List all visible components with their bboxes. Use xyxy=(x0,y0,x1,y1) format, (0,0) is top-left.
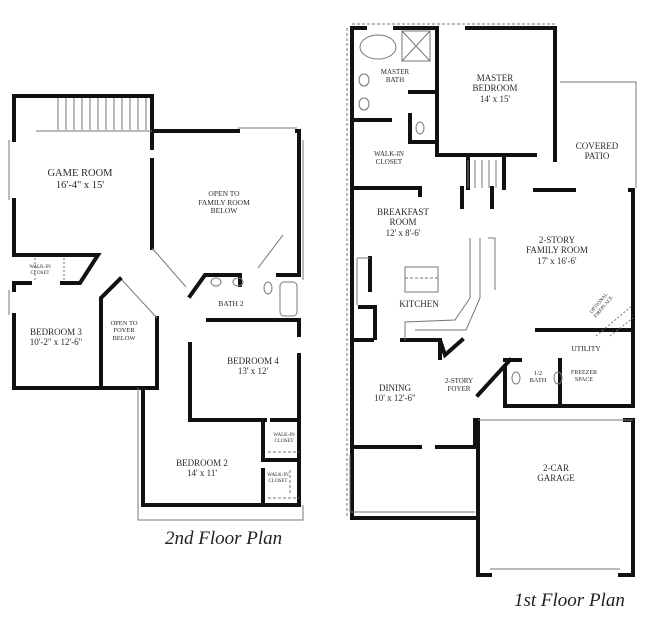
room-open-to-foyer: OPEN TO FOYER BELOW xyxy=(110,320,137,342)
room-bedroom-4: BEDROOM 4 13' x 12' xyxy=(227,356,279,377)
room-master-bedroom: MASTER BEDROOM 14' x 15' xyxy=(472,73,517,104)
caption-1st-floor: 1st Floor Plan xyxy=(514,590,625,611)
label-line: CLOSET xyxy=(30,270,50,276)
label-line: 2-STORY xyxy=(444,377,474,385)
room-breakfast: BREAKFAST ROOM 12' x 8'-6' xyxy=(377,207,429,238)
label-line: BATH xyxy=(385,76,405,85)
room-walk-in-closet-3: WALK-IN CLOSET xyxy=(29,265,50,277)
room-name: BEDROOM 4 xyxy=(227,356,279,366)
label-line: BELOW xyxy=(112,334,136,342)
room-utility: UTILITY xyxy=(571,344,601,354)
label-line: SPACE xyxy=(574,376,594,383)
room-family-room: 2-STORY FAMILY ROOM 17' x 16'-6' xyxy=(526,235,588,266)
room-size: 17' x 16'-6' xyxy=(537,255,577,266)
label-line: ROOM xyxy=(389,217,417,228)
room-name: BATH 2 xyxy=(218,299,244,308)
label-line: FREEZER xyxy=(570,370,598,376)
label-line: CLOSET xyxy=(375,158,403,167)
room-dining: DINING 10' x 12'-6" xyxy=(374,383,415,404)
label-line: OPEN TO xyxy=(208,189,240,198)
label-line: 1/2 xyxy=(533,370,543,377)
label-line: WALK-IN xyxy=(374,150,404,158)
room-bedroom-2: BEDROOM 2 14' x 11' xyxy=(176,458,228,479)
room-name: GAME ROOM xyxy=(47,168,113,179)
label-line: 2-CAR xyxy=(542,463,569,473)
label-line: PATIO xyxy=(584,151,610,162)
room-size: 14' x 11' xyxy=(187,468,217,479)
room-name: KITCHEN xyxy=(399,299,439,309)
stair-wall xyxy=(12,94,154,134)
room-size: 13' x 12' xyxy=(237,366,269,377)
room-walk-in-closet-4: WALK-IN CLOSET xyxy=(273,433,294,445)
label-line: BEDROOM xyxy=(472,83,518,94)
room-name: BEDROOM 3 xyxy=(30,327,82,337)
room-size: 12' x 8'-6' xyxy=(385,227,421,238)
label-line: BATH xyxy=(529,377,547,385)
room-size: 14' x 15' xyxy=(479,93,511,104)
caption-2nd-floor: 2nd Floor Plan xyxy=(165,528,283,549)
label-line: CLOSET xyxy=(274,438,294,444)
label-line: COVERED xyxy=(575,141,619,151)
label-line: FAMILY ROOM xyxy=(526,245,588,256)
room-half-bath: 1/2 BATH xyxy=(530,370,547,385)
label-line: WALK-IN xyxy=(29,265,51,270)
label-line: CLOSET xyxy=(268,478,288,484)
room-open-to-family: OPEN TO FAMILY ROOM BELOW xyxy=(198,189,250,216)
label-line: 2-STORY xyxy=(538,235,576,245)
room-size: 16'-4" x 15' xyxy=(55,180,105,192)
label-line: MASTER xyxy=(476,73,514,83)
room-kitchen: KITCHEN xyxy=(399,299,439,309)
room-name: DINING xyxy=(378,383,411,393)
label-line: BREAKFAST xyxy=(377,207,429,217)
room-name: UTILITY xyxy=(571,344,601,353)
label-line: WALK-IN xyxy=(273,433,295,438)
room-walk-in-closet: WALK-IN CLOSET xyxy=(374,150,404,166)
label-line: BELOW xyxy=(210,206,238,216)
room-freezer-space: FREEZER SPACE xyxy=(571,370,597,384)
room-walk-in-closet-2: WALK-IN CLOSET xyxy=(267,473,288,485)
room-game-room: GAME ROOM 16'-4" x 15' xyxy=(47,168,112,192)
label-line: FAMILY ROOM xyxy=(198,197,250,207)
room-name: BEDROOM 2 xyxy=(176,458,228,468)
room-foyer: 2-STORY FOYER xyxy=(445,377,473,393)
label-line: GARAGE xyxy=(537,473,575,484)
room-master-bath: MASTER BATH xyxy=(381,68,409,84)
label-line: WALK-IN xyxy=(267,473,289,478)
label-line: OPEN TO xyxy=(110,320,138,327)
room-size: 10' x 12'-6" xyxy=(374,393,416,404)
label-line: MASTER xyxy=(380,68,410,76)
room-covered-patio: COVERED PATIO xyxy=(576,141,619,162)
room-bath-2: BATH 2 xyxy=(218,299,244,309)
room-bedroom-3: BEDROOM 3 10'-2" x 12'-6" xyxy=(30,327,83,348)
room-size: 10'-2" x 12'-6" xyxy=(29,337,83,348)
room-garage: 2-CAR GARAGE xyxy=(537,463,575,484)
label-line: FOYER xyxy=(113,327,135,335)
label-line: FOYER xyxy=(447,385,471,394)
